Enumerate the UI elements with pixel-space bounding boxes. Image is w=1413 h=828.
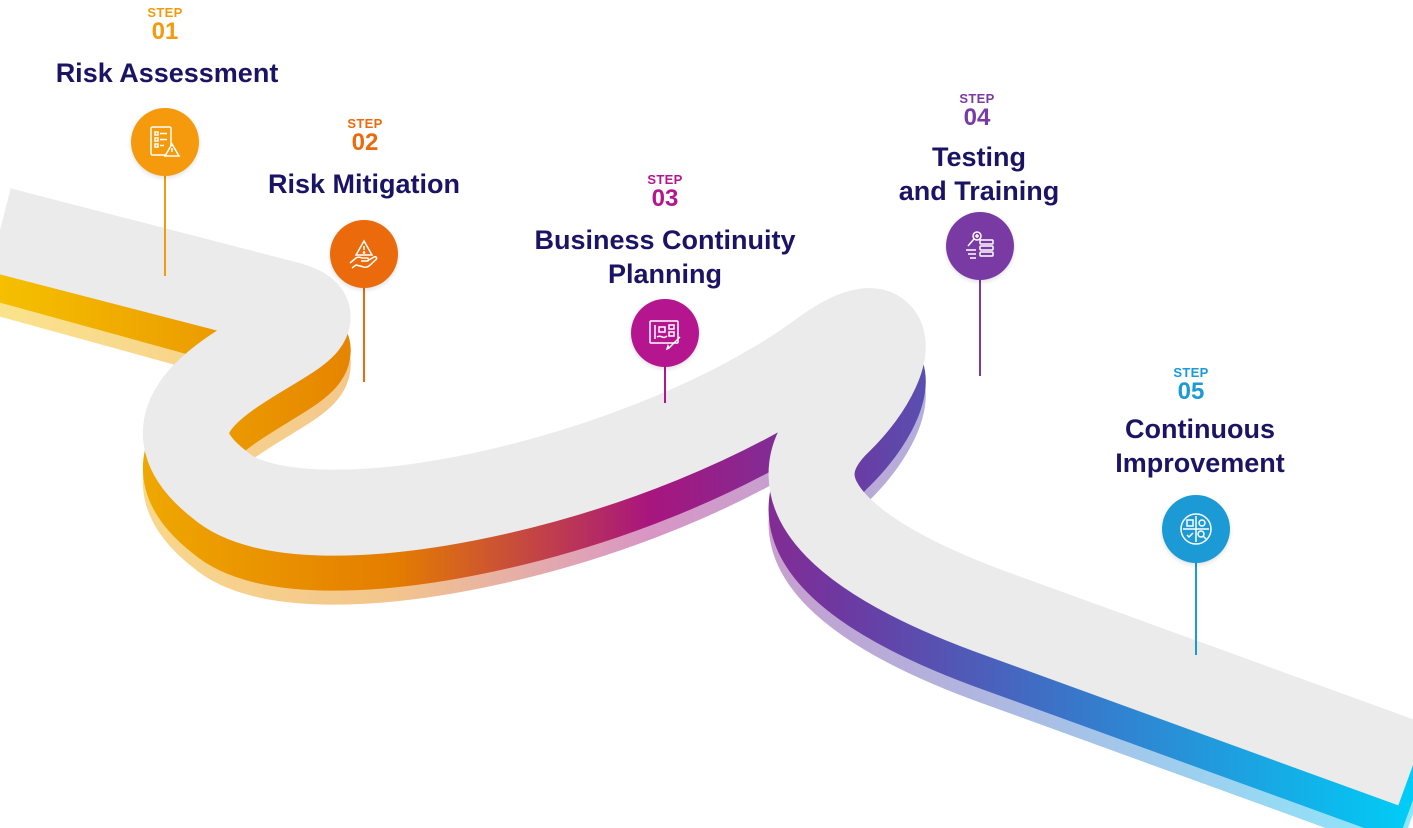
blueprint-plan-icon: [649, 320, 681, 351]
step-04-label: STEP 04: [942, 92, 1012, 130]
step-01-label: STEP 01: [130, 6, 200, 44]
step-04-number: 04: [963, 104, 991, 131]
step-03-marker-circle: [631, 299, 699, 367]
hand-warning-icon: [349, 239, 378, 269]
step-04-word: STEP: [959, 91, 995, 106]
step-04-title: Testing and Training: [829, 140, 1129, 208]
step-04-title-line-2: and Training: [898, 176, 1060, 206]
step-04-title-line-1: Testing: [932, 142, 1026, 172]
step-05-title-line-2: Improvement: [1115, 448, 1285, 478]
step-01-title: Risk Assessment: [17, 56, 317, 90]
step-02-label: STEP 02: [330, 117, 400, 155]
step-02-marker-line: [363, 286, 365, 382]
step-05-word: STEP: [1173, 365, 1209, 380]
step-05-marker-line: [1195, 561, 1197, 655]
road-path: [0, 188, 1413, 828]
step-02-number: 02: [351, 129, 379, 156]
step-01-marker-line: [164, 174, 166, 276]
step-03-label: STEP 03: [630, 173, 700, 211]
step-01-number: 01: [151, 18, 179, 45]
step-02-title: Risk Mitigation: [214, 167, 514, 201]
step-05-title-line-1: Continuous: [1125, 414, 1275, 444]
step-01-title-line-1: Risk Assessment: [55, 58, 279, 88]
step-03-word: STEP: [647, 172, 683, 187]
step-04-marker-line: [979, 278, 981, 376]
checklist-warning-icon: [150, 126, 181, 157]
step-03-title-line-2: Planning: [608, 259, 722, 289]
step-05-title: Continuous Improvement: [1050, 412, 1350, 480]
step-05-marker-circle: [1162, 495, 1230, 563]
step-03-marker-line: [664, 365, 666, 403]
step-03-title: Business Continuity Planning: [485, 223, 845, 291]
step-02-word: STEP: [347, 116, 383, 131]
training-stack-icon: [966, 231, 994, 259]
step-05-label: STEP 05: [1156, 366, 1226, 404]
improvement-cycle-icon: [1180, 513, 1212, 545]
step-01-marker-circle: [131, 108, 199, 176]
step-02-marker-circle: [330, 220, 398, 288]
step-03-title-line-1: Business Continuity: [534, 225, 796, 255]
step-05-number: 05: [1177, 378, 1205, 405]
step-02-title-line-1: Risk Mitigation: [267, 169, 460, 199]
step-03-number: 03: [651, 185, 679, 212]
step-01-word: STEP: [147, 5, 183, 20]
step-04-marker-circle: [946, 212, 1014, 280]
